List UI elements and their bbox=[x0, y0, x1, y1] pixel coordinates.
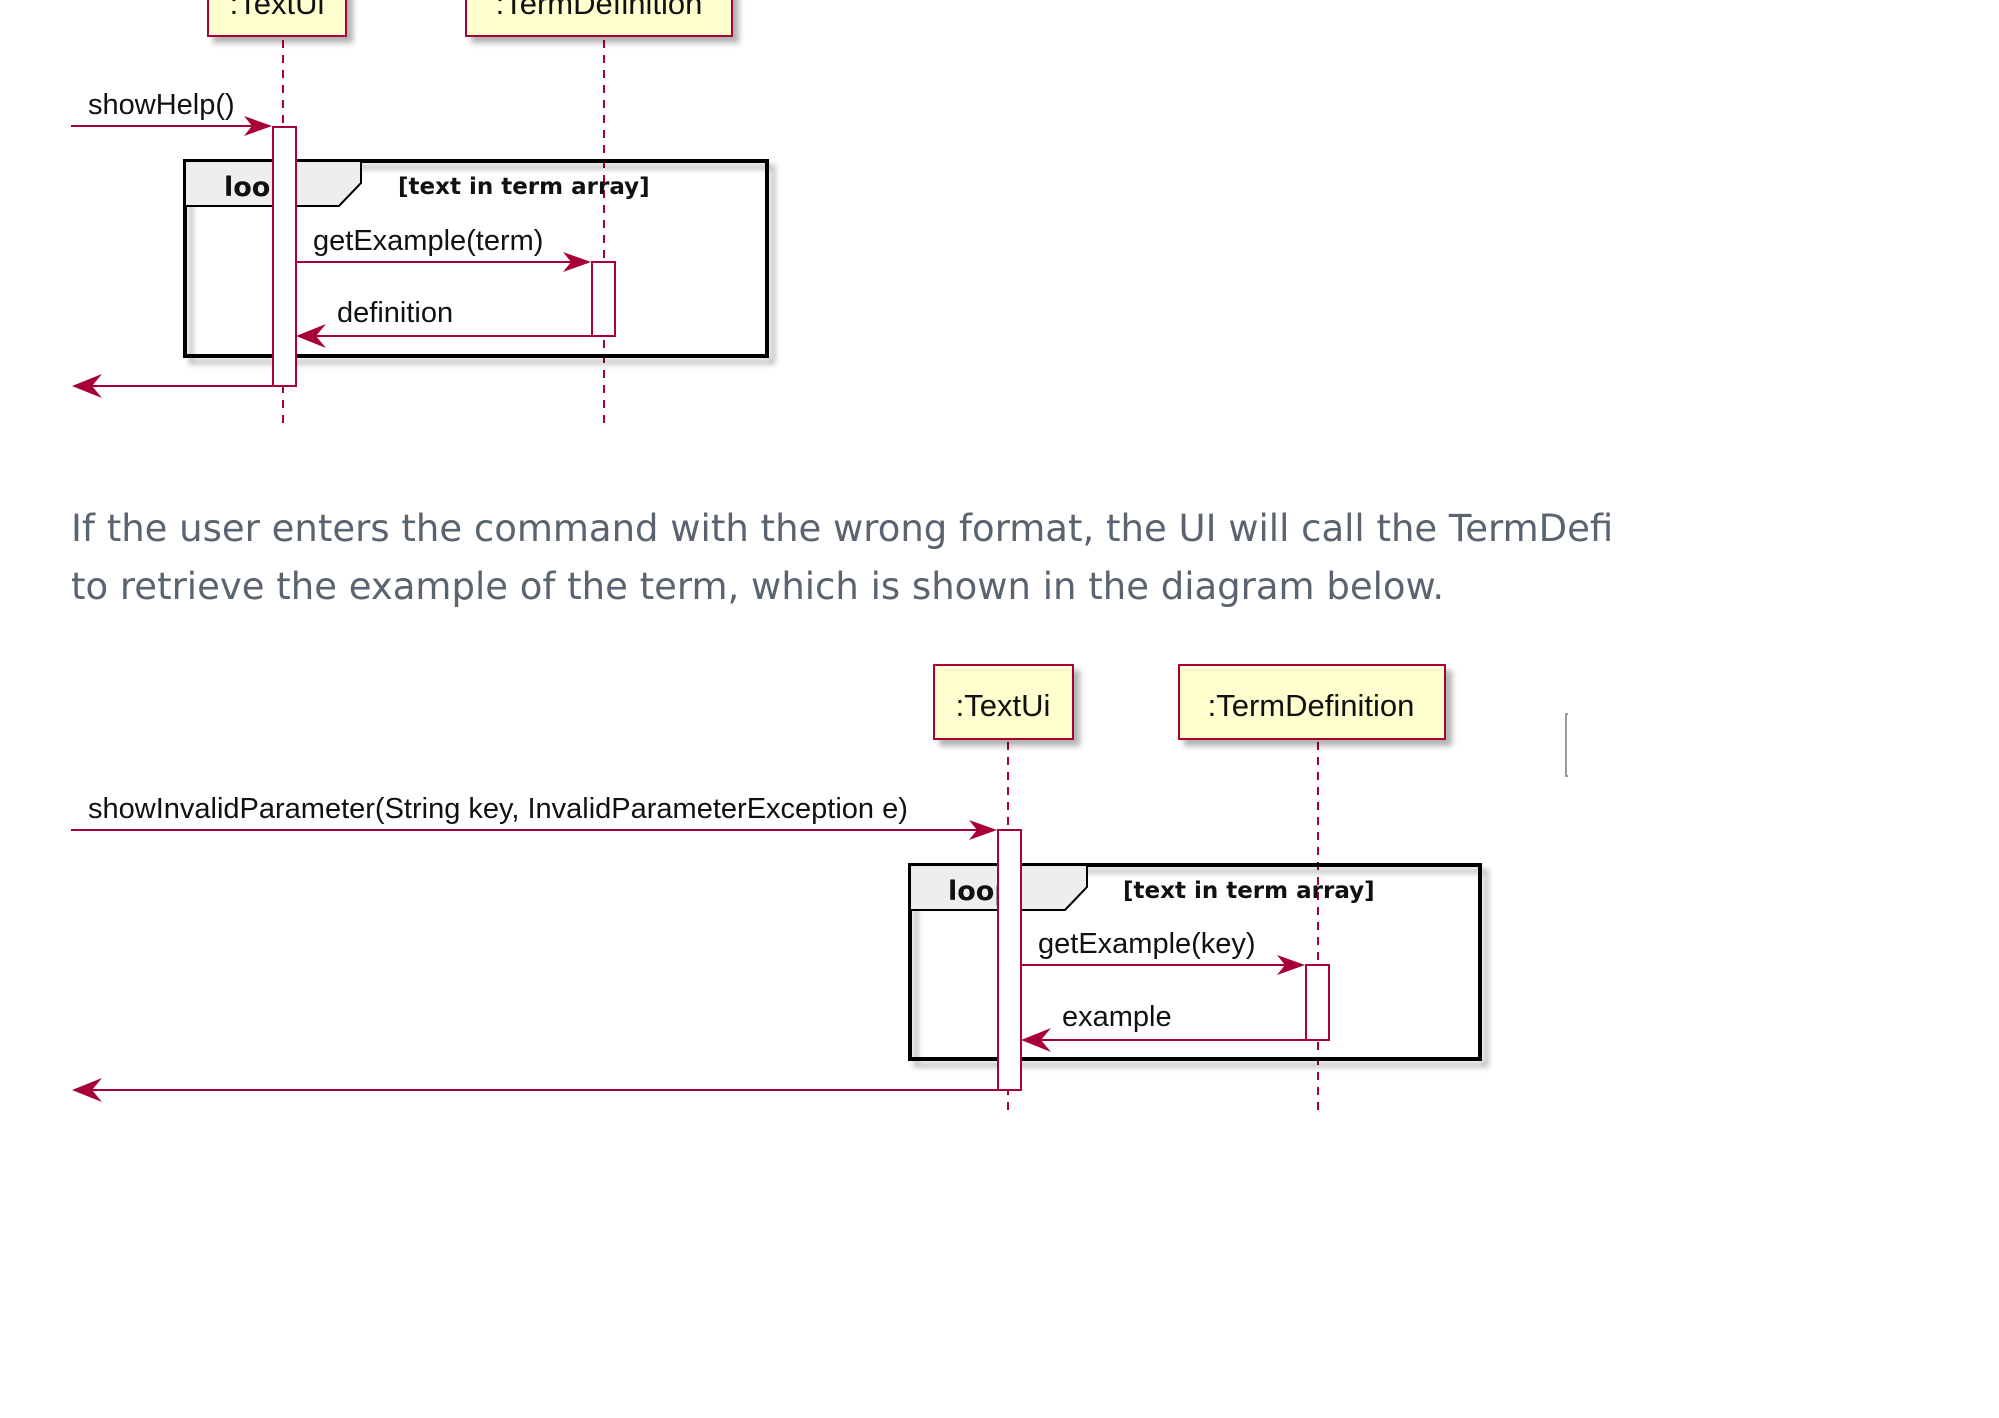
message-definition: definition bbox=[296, 297, 592, 348]
paragraph-line-1: If the user enters the command with the … bbox=[71, 507, 1614, 550]
termdefinition-activation bbox=[1305, 964, 1330, 1041]
cropped-edge-fragment bbox=[1565, 713, 1568, 777]
termdefinition-activation bbox=[591, 261, 616, 337]
message-return-out bbox=[72, 374, 273, 398]
message-show-invalid-parameter: showInvalidParameter(String key, Invalid… bbox=[71, 793, 997, 840]
participant-termdefinition: :TermDefinition bbox=[465, 0, 733, 37]
message-get-example: getExample(term) bbox=[297, 225, 591, 272]
message-show-help-label: showHelp() bbox=[88, 89, 235, 121]
explanation-paragraph: If the user enters the command with the … bbox=[71, 500, 1671, 616]
message-get-example: getExample(key) bbox=[1022, 928, 1305, 975]
participant-termdefinition-label: :TermDefinition bbox=[496, 0, 703, 21]
loop-guard: [text in term array] bbox=[1123, 878, 1375, 904]
textui-activation bbox=[997, 829, 1022, 1091]
participant-textui-label: :TextUi bbox=[230, 0, 325, 21]
message-definition-label: definition bbox=[337, 297, 453, 329]
loop-frame: loop [text in term array] bbox=[908, 863, 1482, 1061]
message-get-example-label: getExample(key) bbox=[1038, 928, 1256, 960]
loop-guard: [text in term array] bbox=[398, 174, 650, 200]
participant-textui: :TextUi bbox=[933, 664, 1074, 740]
paragraph-line-2: to retrieve the example of the term, whi… bbox=[71, 565, 1445, 608]
sequence-diagram-help: :TextUi :TermDefinition loop [text in te… bbox=[71, 0, 769, 425]
textui-activation bbox=[272, 126, 297, 387]
message-show-invalid-parameter-label: showInvalidParameter(String key, Invalid… bbox=[88, 793, 908, 825]
message-show-help: showHelp() bbox=[71, 89, 272, 136]
message-return-out bbox=[72, 1078, 998, 1102]
message-get-example-label: getExample(term) bbox=[313, 225, 543, 257]
participant-textui-label: :TextUi bbox=[956, 688, 1051, 723]
message-example-label: example bbox=[1062, 1001, 1172, 1033]
participant-termdefinition: :TermDefinition bbox=[1178, 664, 1446, 740]
participant-termdefinition-label: :TermDefinition bbox=[1208, 688, 1415, 723]
loop-frame: loop [text in term array] bbox=[183, 159, 769, 358]
sequence-diagram-invalid-parameter: :TextUi :TermDefinition loop [text in te… bbox=[71, 664, 1568, 1110]
participant-textui: :TextUi bbox=[207, 0, 347, 37]
message-example: example bbox=[1021, 1001, 1306, 1052]
